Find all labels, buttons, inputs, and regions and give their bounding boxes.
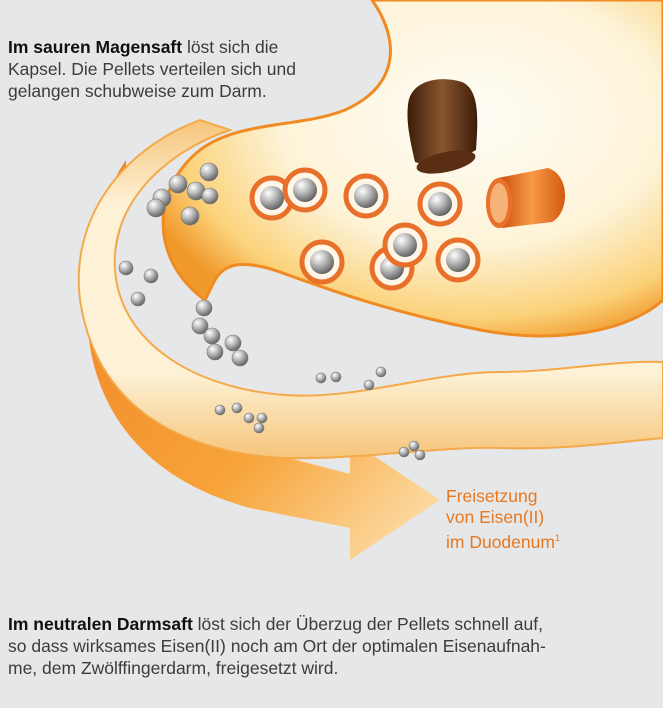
free-pellet (244, 413, 254, 423)
free-pellet (257, 413, 267, 423)
free-pellet (204, 328, 220, 344)
free-pellet (331, 372, 341, 382)
free-pellet (225, 335, 241, 351)
free-pellet (207, 344, 223, 360)
pellet-core (354, 184, 378, 208)
free-pellet (169, 175, 187, 193)
free-pellet (144, 269, 158, 283)
free-pellet (181, 207, 199, 225)
pellet-core (310, 250, 334, 274)
top-caption-line-3: gelangen schubweise zum Darm. (8, 81, 267, 101)
release-label-footnote: 1 (555, 533, 560, 543)
pellet-core (293, 178, 317, 202)
release-label-line-3: im Duodenum (446, 532, 555, 552)
free-pellet (232, 403, 242, 413)
free-pellet (415, 450, 425, 460)
free-pellet (316, 373, 326, 383)
free-pellet (409, 441, 419, 451)
top-caption-bold: Im sauren Magensaft (8, 37, 182, 57)
top-caption-line-2: Kapsel. Die Pellets verteilen sich und (8, 59, 296, 79)
release-label-line-2: von Eisen(II) (446, 507, 544, 527)
free-pellet (254, 423, 264, 433)
bottom-caption: Im neutralen Darmsaft löst sich der Über… (8, 613, 658, 679)
free-pellet (119, 261, 133, 275)
pellet-core (428, 192, 452, 216)
free-pellet (364, 380, 374, 390)
free-pellet (131, 292, 145, 306)
free-pellet (147, 199, 165, 217)
free-pellet (215, 405, 225, 415)
release-label-line-1: Freisetzung (446, 486, 537, 506)
pellet-core (393, 233, 417, 257)
top-caption: Im sauren Magensaft löst sich die Kapsel… (8, 36, 368, 102)
free-pellet (376, 367, 386, 377)
free-pellet (399, 447, 409, 457)
bottom-caption-bold: Im neutralen Darmsaft (8, 614, 193, 634)
free-pellet (200, 163, 218, 181)
pellet-core (260, 186, 284, 210)
free-pellet (196, 300, 212, 316)
bottom-caption-line-2: so dass wirksames Eisen(II) noch am Ort … (8, 636, 546, 656)
top-caption-rest: löst sich die (182, 37, 278, 57)
bottom-caption-line-3: me, dem Zwölffingerdarm, freigesetzt wir… (8, 658, 338, 678)
free-pellet (202, 188, 218, 204)
bottom-caption-rest: löst sich der Überzug der Pellets schnel… (193, 614, 543, 634)
free-pellet (232, 350, 248, 366)
release-label: Freisetzung von Eisen(II) im Duodenum1 (446, 486, 560, 553)
pellet-core (446, 248, 470, 272)
